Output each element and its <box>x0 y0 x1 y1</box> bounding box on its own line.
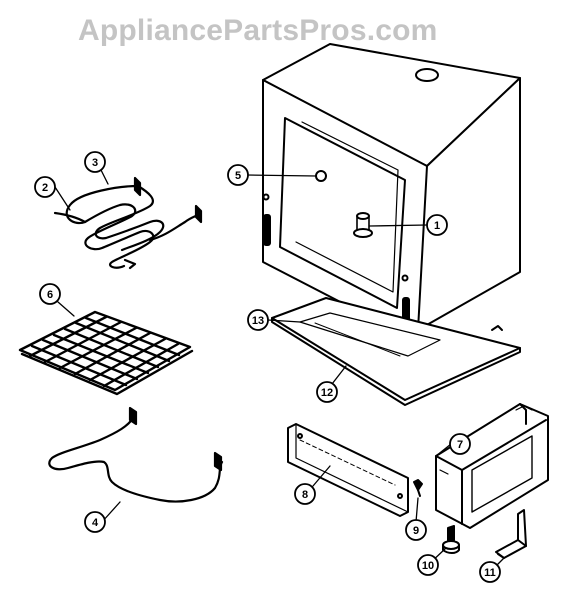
callout-4: 4 <box>84 511 106 533</box>
bracket-plate <box>287 423 409 517</box>
bake-element <box>48 406 224 503</box>
callout-8: 8 <box>294 483 316 505</box>
callout-9: 9 <box>405 519 427 541</box>
svg-text:13: 13 <box>252 315 264 327</box>
anti-tip-bracket-11 <box>495 509 527 559</box>
watermark-text: AppliancePartsPros.com <box>78 14 438 47</box>
svg-text:9: 9 <box>413 525 419 537</box>
svg-text:10: 10 <box>422 560 434 572</box>
callout-11: 11 <box>479 561 501 583</box>
screw-part-9 <box>413 479 423 497</box>
callouts: 1 2 3 4 5 6 7 8 9 10 11 12 13 <box>34 151 501 583</box>
svg-text:4: 4 <box>92 517 99 529</box>
callout-12: 12 <box>316 381 338 403</box>
callout-3: 3 <box>84 151 106 173</box>
callout-6: 6 <box>39 283 61 305</box>
svg-text:2: 2 <box>42 182 48 194</box>
callout-2: 2 <box>34 176 56 198</box>
svg-text:6: 6 <box>47 289 53 301</box>
leveling-leg-10 <box>442 525 460 554</box>
svg-text:1: 1 <box>434 220 440 232</box>
svg-text:11: 11 <box>484 567 496 579</box>
oven-cavity <box>262 43 521 339</box>
svg-text:8: 8 <box>302 489 308 501</box>
callout-5: 5 <box>227 164 249 186</box>
oven-bottom-panel <box>271 297 521 406</box>
callout-1: 1 <box>426 214 448 236</box>
access-panel <box>435 403 549 529</box>
svg-text:7: 7 <box>457 439 463 451</box>
broil-element <box>53 176 203 270</box>
svg-text:3: 3 <box>92 157 98 169</box>
callout-13: 13 <box>247 309 269 331</box>
callout-10: 10 <box>417 554 439 576</box>
svg-text:12: 12 <box>321 387 333 399</box>
svg-text:5: 5 <box>235 170 241 182</box>
callout-7: 7 <box>449 433 471 455</box>
oven-rack <box>18 310 194 396</box>
